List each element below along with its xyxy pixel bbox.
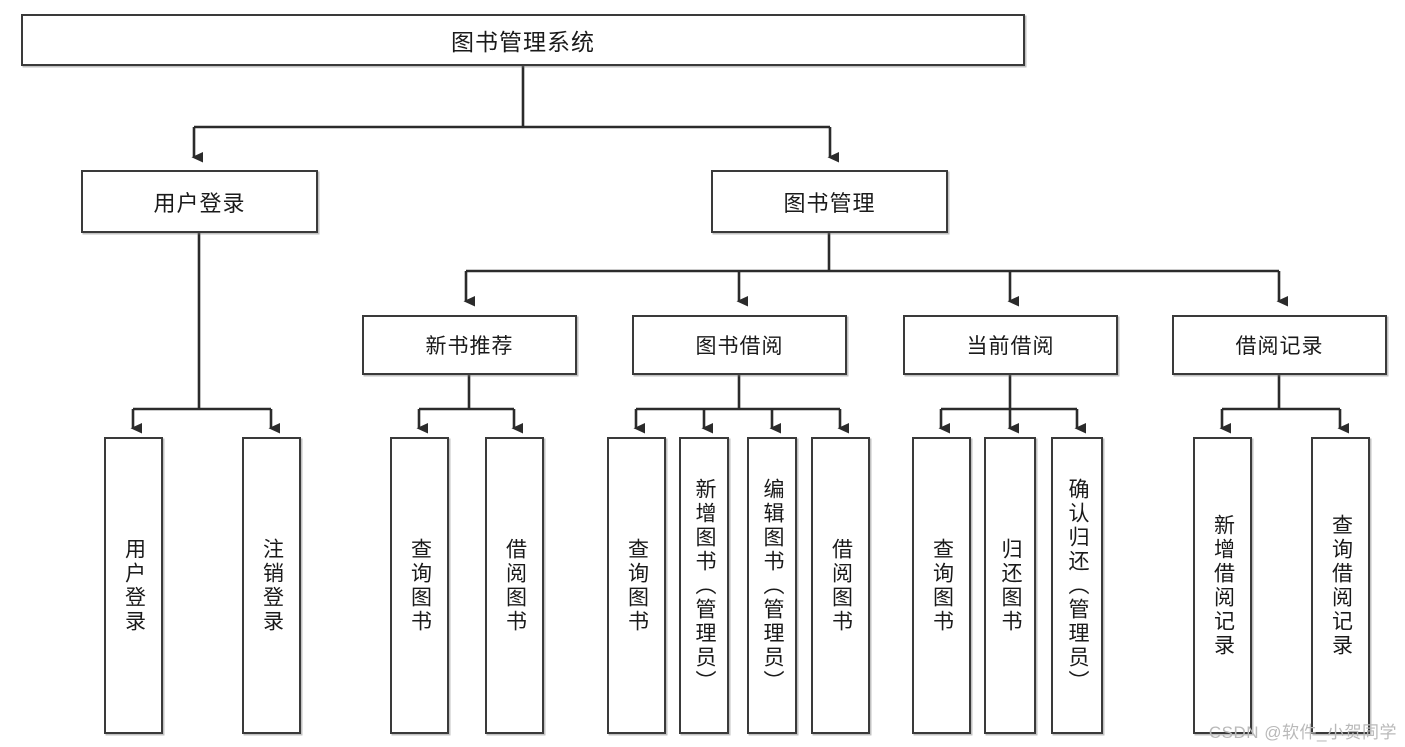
leaf-label: 借阅图书 — [829, 537, 853, 634]
leaf-label: 查询图书 — [930, 537, 954, 634]
node-book-management-label: 图书管理 — [783, 190, 876, 216]
node-new-book-recommend[interactable]: 新书推荐 — [362, 315, 577, 375]
node-new-book-recommend-label: 新书推荐 — [425, 335, 514, 358]
node-current-borrow-label: 当前借阅 — [966, 335, 1055, 358]
leaf-label: 编辑图书（管理员） — [761, 477, 785, 694]
leaf-new-book-query[interactable]: 查询图书 — [390, 437, 449, 734]
node-borrow-record[interactable]: 借阅记录 — [1172, 315, 1387, 375]
leaf-book-borrow-add[interactable]: 新增图书（管理员） — [679, 437, 729, 734]
leaf-borrow-record-add[interactable]: 新增借阅记录 — [1193, 437, 1252, 734]
leaf-label: 确认归还（管理员） — [1066, 477, 1090, 694]
node-borrow-record-label: 借阅记录 — [1235, 335, 1324, 358]
node-user-login-label: 用户登录 — [153, 190, 246, 216]
leaf-current-borrow-return[interactable]: 归还图书 — [984, 437, 1036, 734]
leaf-label: 新增借阅记录 — [1211, 513, 1235, 658]
leaf-label: 用户登录 — [122, 537, 146, 634]
leaf-label: 查询图书 — [625, 537, 649, 634]
leaf-label: 归还图书 — [999, 537, 1023, 634]
node-book-borrow[interactable]: 图书借阅 — [632, 315, 847, 375]
leaf-label: 查询借阅记录 — [1329, 513, 1353, 658]
watermark: CSDN @软件_小贺同学 — [1208, 723, 1397, 742]
leaf-new-book-borrow[interactable]: 借阅图书 — [485, 437, 544, 734]
node-current-borrow[interactable]: 当前借阅 — [903, 315, 1118, 375]
leaf-label: 查询图书 — [408, 537, 432, 634]
leaf-book-borrow-query[interactable]: 查询图书 — [607, 437, 666, 734]
leaf-user-login-signin[interactable]: 用户登录 — [104, 437, 163, 734]
leaf-current-borrow-confirm[interactable]: 确认归还（管理员） — [1051, 437, 1103, 734]
node-root[interactable]: 图书管理系统 — [21, 14, 1025, 66]
leaf-label: 新增图书（管理员） — [693, 477, 717, 694]
node-book-borrow-label: 图书借阅 — [695, 335, 784, 358]
node-user-login[interactable]: 用户登录 — [81, 170, 318, 233]
leaf-borrow-record-query[interactable]: 查询借阅记录 — [1311, 437, 1370, 734]
leaf-book-borrow-edit[interactable]: 编辑图书（管理员） — [747, 437, 797, 734]
leaf-book-borrow-lend[interactable]: 借阅图书 — [811, 437, 870, 734]
leaf-label: 借阅图书 — [503, 537, 527, 634]
leaf-user-login-signout[interactable]: 注销登录 — [242, 437, 301, 734]
node-root-label: 图书管理系统 — [451, 29, 595, 55]
leaf-label: 注销登录 — [260, 537, 284, 634]
node-book-management[interactable]: 图书管理 — [711, 170, 948, 233]
leaf-current-borrow-query[interactable]: 查询图书 — [912, 437, 971, 734]
